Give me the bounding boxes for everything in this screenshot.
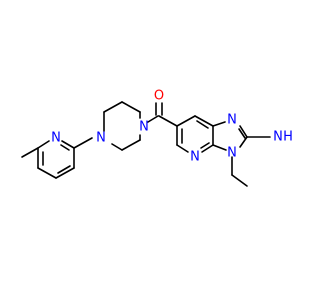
bond xyxy=(103,101,123,113)
atom-label-nitrogen-imidazole-1: N xyxy=(227,113,237,128)
bond xyxy=(231,174,248,187)
bond xyxy=(212,121,226,127)
bond xyxy=(158,115,178,127)
bond xyxy=(238,128,246,139)
bond xyxy=(57,165,71,174)
atom-label-nitrogen-imidazole-3: N xyxy=(227,146,237,161)
bond xyxy=(55,167,75,179)
bond xyxy=(196,120,209,129)
bond xyxy=(121,139,141,151)
bond xyxy=(239,125,248,138)
bond xyxy=(176,144,189,153)
atom-label-nitrogen-methylpyridine: N xyxy=(51,131,61,146)
bond xyxy=(21,147,39,158)
bond xyxy=(61,140,75,149)
bond xyxy=(239,136,248,148)
bond xyxy=(121,101,141,113)
bond xyxy=(73,137,93,149)
bond xyxy=(111,143,123,151)
bond xyxy=(37,167,57,179)
bonds xyxy=(21,101,271,187)
bond xyxy=(212,144,227,151)
bond xyxy=(201,144,214,153)
bond xyxy=(176,115,196,127)
bond xyxy=(37,140,50,149)
molecule-structure-canvas: O N N N N N N N H xyxy=(21,88,293,187)
bond xyxy=(60,144,70,151)
atom-label-nitrogen-pyridine-fused: N xyxy=(190,150,200,165)
bond xyxy=(194,115,214,127)
atom-label-amine-nitrogen: N xyxy=(273,130,283,145)
atom-label-nitrogen-piperazine-left: N xyxy=(96,131,106,146)
atom-label-amine-hydrogen: H xyxy=(283,130,293,145)
bond xyxy=(200,142,210,149)
atom-label-oxygen: O xyxy=(154,89,164,104)
bond xyxy=(147,115,159,123)
atom-labels: O N N N N N N N H xyxy=(51,89,293,165)
molecule-diagram: O N N N N N N N H xyxy=(21,89,293,187)
atom-label-nitrogen-piperazine-right: N xyxy=(139,120,149,135)
